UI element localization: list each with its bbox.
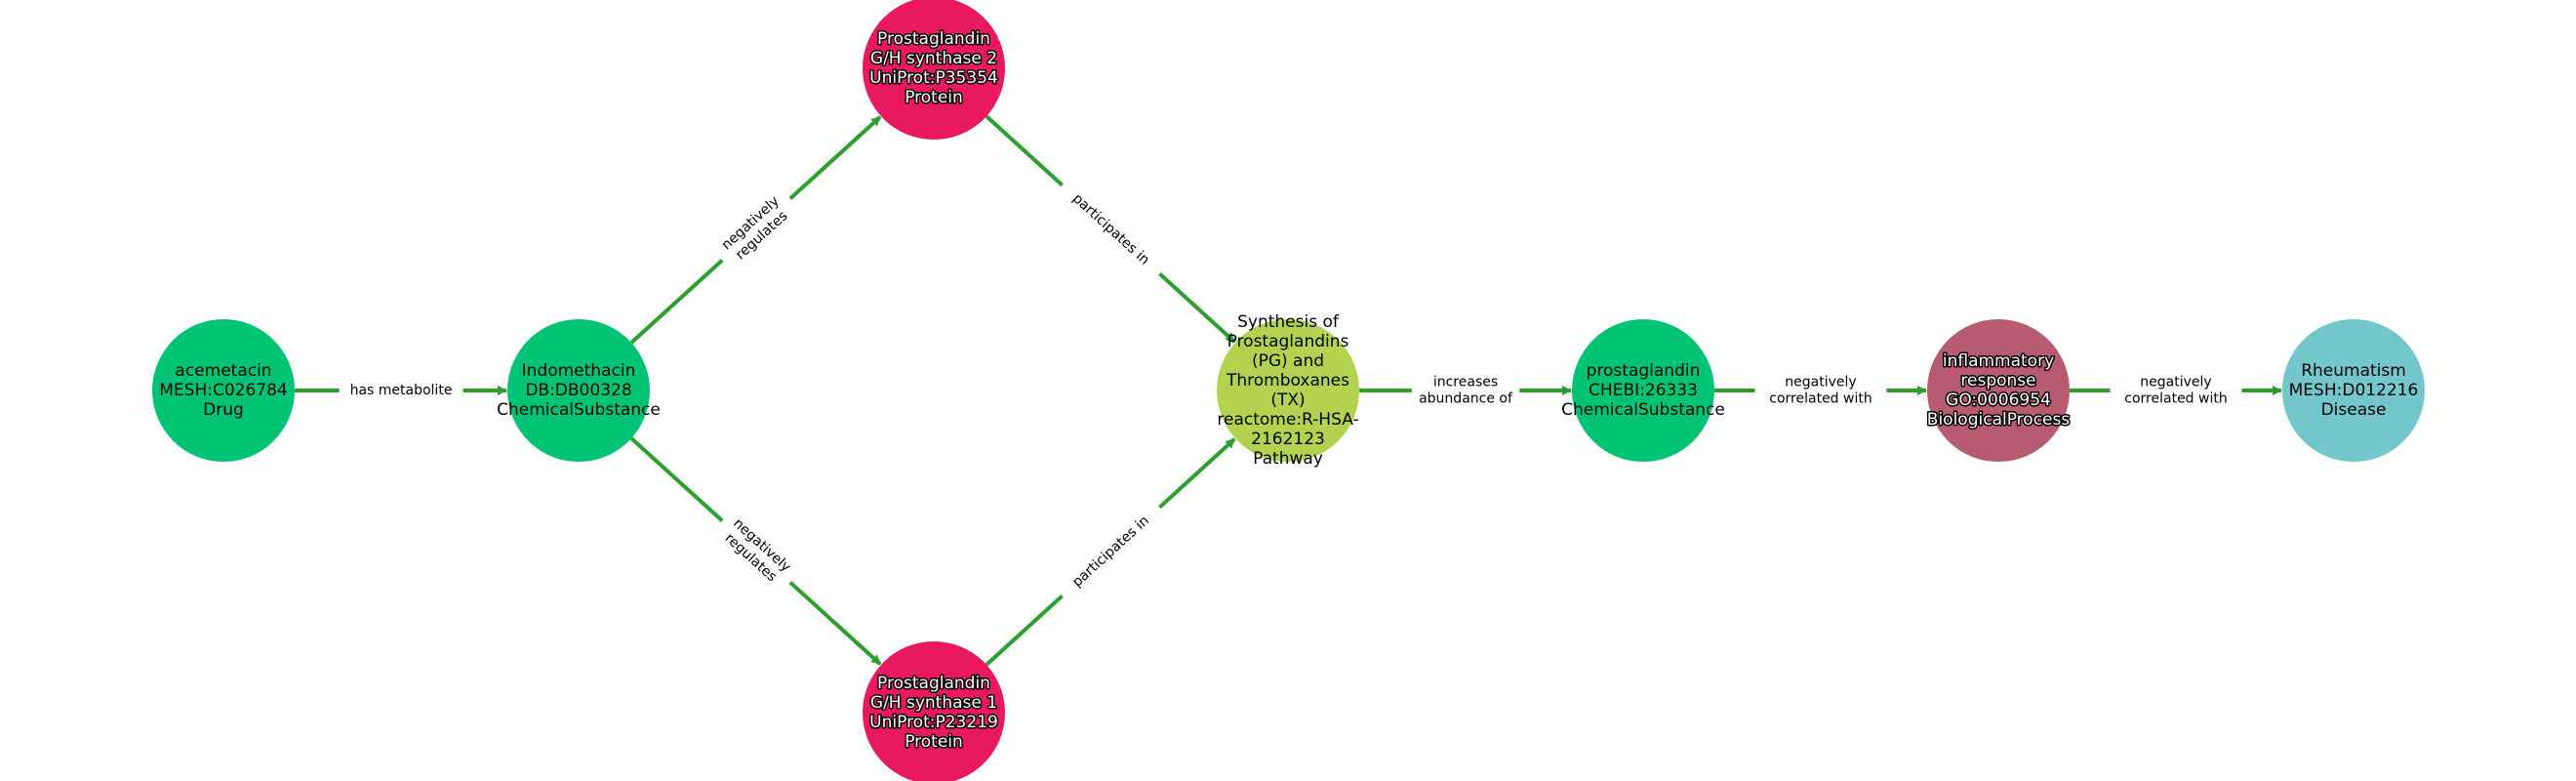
node-label-line: UniProt:P23219 xyxy=(869,713,998,732)
edge-label-text: negatively xyxy=(1785,375,1856,390)
node-circle[interactable] xyxy=(2282,319,2425,462)
edge-label-background xyxy=(2110,372,2242,409)
edge-label-text: participates in xyxy=(1069,190,1152,267)
node-circle[interactable] xyxy=(863,0,1005,140)
node-label-line: G/H synthase 2 xyxy=(870,49,997,68)
node-label-line: Disease xyxy=(2321,400,2387,420)
edge-label-text: correlated with xyxy=(2124,391,2227,407)
edge-label: has metabolite xyxy=(339,380,463,401)
edge-label: participates in xyxy=(1055,177,1167,282)
node-circle[interactable] xyxy=(863,641,1005,781)
node-label-line: response xyxy=(1960,371,2035,390)
node-label-line: 2162123 xyxy=(1251,430,1325,449)
edge-label-background xyxy=(709,507,803,596)
node-circle[interactable] xyxy=(1217,319,1359,462)
node-prostaglandin[interactable]: prostaglandinCHEBI:26333ChemicalSubstanc… xyxy=(1561,319,1725,462)
node-inflammatory[interactable]: inflammatoryresponseGO:0006954Biological… xyxy=(1925,319,2072,462)
edge-label-text: abundance of xyxy=(1419,391,1513,407)
node-label-line: GO:0006954 xyxy=(1946,390,2051,410)
node-circle[interactable] xyxy=(1927,319,2070,462)
node-label-line: Rheumatism xyxy=(2301,361,2406,381)
node-label-line: Indomethacin xyxy=(522,361,636,381)
node-label-line: Pathway xyxy=(1253,449,1323,469)
node-label-line: UniProt:P35354 xyxy=(869,68,998,88)
edge-label-text: participates in xyxy=(1069,513,1152,590)
edge-label-text: correlated with xyxy=(1769,391,1872,407)
node-label-line: Drug xyxy=(203,400,244,420)
edge-label-text: increases xyxy=(1433,375,1498,390)
node-label-line: Prostaglandin xyxy=(877,674,990,693)
node-label-line: ChemicalSubstance xyxy=(1561,400,1725,420)
edge-label-background xyxy=(1411,372,1520,409)
node-label-line: acemetacin xyxy=(175,361,271,381)
node-label-line: ChemicalSubstance xyxy=(497,400,661,420)
node-label-line: Protein xyxy=(905,88,963,107)
edge-label-background xyxy=(339,380,463,401)
node-circle[interactable] xyxy=(152,319,295,462)
edge-label-text: negatively xyxy=(2140,375,2211,390)
node-circle[interactable] xyxy=(1572,319,1714,462)
node-label-line: Thromboxanes xyxy=(1226,371,1349,390)
node-label-line: CHEBI:26333 xyxy=(1589,381,1698,400)
node-label-line: (PG) and xyxy=(1252,351,1324,371)
node-label-line: Protein xyxy=(905,732,963,752)
node-label-line: DB:DB00328 xyxy=(525,381,631,400)
edge-label-background xyxy=(1754,372,1887,409)
node-label-line: inflammatory xyxy=(1943,351,2054,371)
node-circle[interactable] xyxy=(507,319,650,462)
node-label-line: prostaglandin xyxy=(1587,361,1701,381)
edge-label: participates in xyxy=(1055,499,1167,604)
node-label-line: MESH:D012216 xyxy=(2289,381,2419,400)
edge-label-background xyxy=(1055,177,1167,282)
node-label-line: Prostaglandin xyxy=(877,29,990,49)
node-label-line: (TX) xyxy=(1270,390,1305,410)
node-label-line: BiologicalProcess xyxy=(1927,410,2071,430)
node-label-line: reactome:R-HSA- xyxy=(1217,410,1358,430)
edge-label-text: has metabolite xyxy=(350,383,453,398)
edge-label-background xyxy=(1055,499,1167,604)
node-label-line: MESH:C026784 xyxy=(159,381,287,400)
edge-label-background xyxy=(709,185,803,274)
node-label-line: Synthesis of xyxy=(1237,312,1340,332)
node-label-line: Prostaglandins xyxy=(1228,332,1349,351)
node-label-line: G/H synthase 1 xyxy=(870,693,997,713)
